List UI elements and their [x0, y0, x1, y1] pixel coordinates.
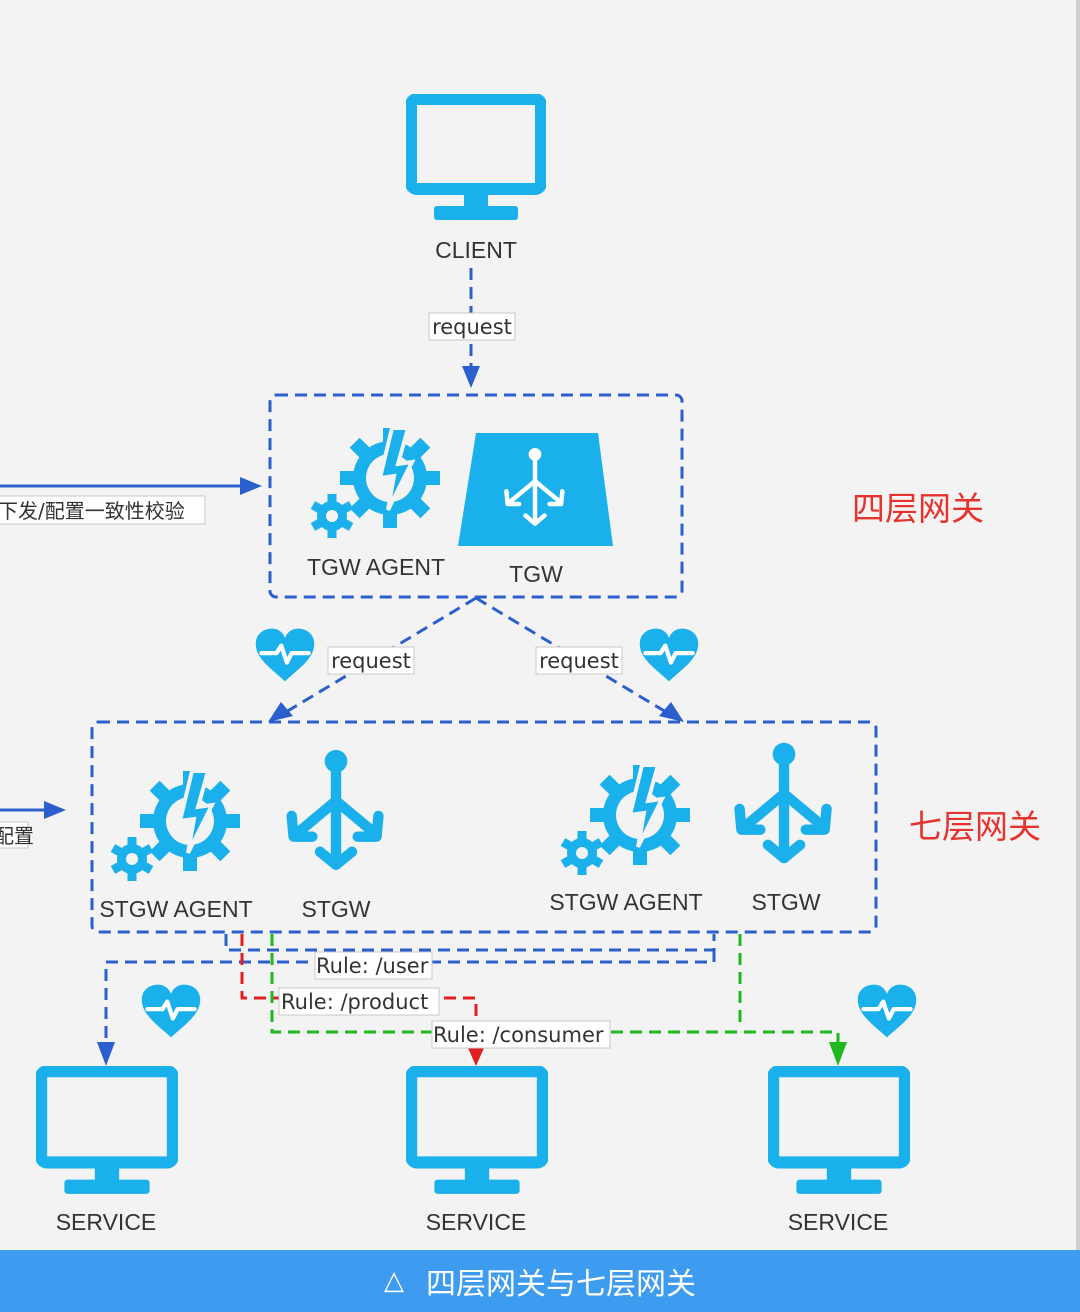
client-label: CLIENT: [435, 237, 517, 263]
rule-consumer-label-bg: [431, 1020, 611, 1049]
client-request-label-bg: [428, 312, 516, 341]
rule-user-label-bg: [314, 951, 433, 980]
service-monitor-icon: [41, 1071, 173, 1194]
config-bottom-label-bg: [0, 821, 29, 849]
config-top-label: 下发/配置一致性校验: [0, 499, 185, 523]
stgw-loadbalancer-icon: [292, 750, 379, 865]
client-request-arrowhead: [462, 366, 480, 388]
health-check-heart-icon: [858, 985, 916, 1038]
right-request-label-bg: [535, 646, 623, 675]
health-check-heart-icon: [142, 985, 200, 1038]
config-top-label-bg: [0, 495, 206, 525]
l4-gateway-box: [268, 393, 684, 599]
config-top-arrowhead: [240, 477, 262, 495]
tgw-agent-label: TGW AGENT: [307, 554, 445, 580]
config-bottom-label: 配置: [0, 824, 34, 848]
rule-user-label: Rule: /user: [316, 954, 429, 978]
client-monitor-icon: [411, 99, 541, 220]
caption-triangle-icon: △: [384, 1266, 404, 1296]
scroll-edge: [1076, 0, 1080, 1250]
client-request-label: request: [432, 315, 512, 339]
l7-layer-label: 七层网关: [909, 807, 1041, 846]
right-request-arrowhead: [659, 702, 684, 722]
l7-gateway-box: [90, 720, 878, 934]
stgw-left-label: STGW: [302, 896, 371, 922]
tgw-agent-gear-icon: [311, 428, 440, 538]
rule-consumer-label: Rule: /consumer: [433, 1023, 604, 1047]
service-right-label: SERVICE: [788, 1209, 889, 1235]
left-request-arrowhead: [268, 702, 293, 722]
rule-user-arrowhead: [97, 1042, 115, 1066]
caption-text: 四层网关与七层网关: [426, 1267, 696, 1302]
rule-product-arrowhead: [468, 1048, 484, 1066]
l4-layer-label: 四层网关: [852, 489, 984, 528]
config-bottom-arrowhead: [44, 801, 66, 819]
tgw-label: TGW: [509, 561, 563, 587]
stgw-agent-left-label: STGW AGENT: [99, 896, 252, 922]
service-monitor-icon: [773, 1071, 905, 1194]
rule-consumer-arrowhead: [829, 1042, 847, 1066]
health-check-heart-icon: [640, 629, 698, 682]
stgw-agent-right-label: STGW AGENT: [549, 889, 702, 915]
service-middle-label: SERVICE: [426, 1209, 527, 1235]
rule-user-line: [224, 934, 716, 952]
rule-product-label: Rule: /product: [281, 990, 428, 1014]
health-check-heart-icon: [256, 629, 314, 682]
caption-bar: △ 四层网关与七层网关: [0, 1250, 1080, 1312]
stgw-right-label: STGW: [752, 889, 821, 915]
service-left-label: SERVICE: [56, 1209, 157, 1235]
stgw-agent-gear-icon: [111, 771, 240, 881]
stgw-loadbalancer-icon: [740, 743, 827, 858]
stgw-agent-gear-icon: [561, 765, 690, 875]
rule-product-label-bg: [278, 987, 440, 1016]
left-request-label-bg: [327, 646, 415, 675]
right-request-label: request: [539, 649, 619, 673]
gateway-diagram: CLIENT request TGW AGENT TGW 下发/配置一致性校验 …: [0, 0, 1041, 1235]
left-request-label: request: [331, 649, 411, 673]
service-monitor-icon: [411, 1071, 543, 1194]
